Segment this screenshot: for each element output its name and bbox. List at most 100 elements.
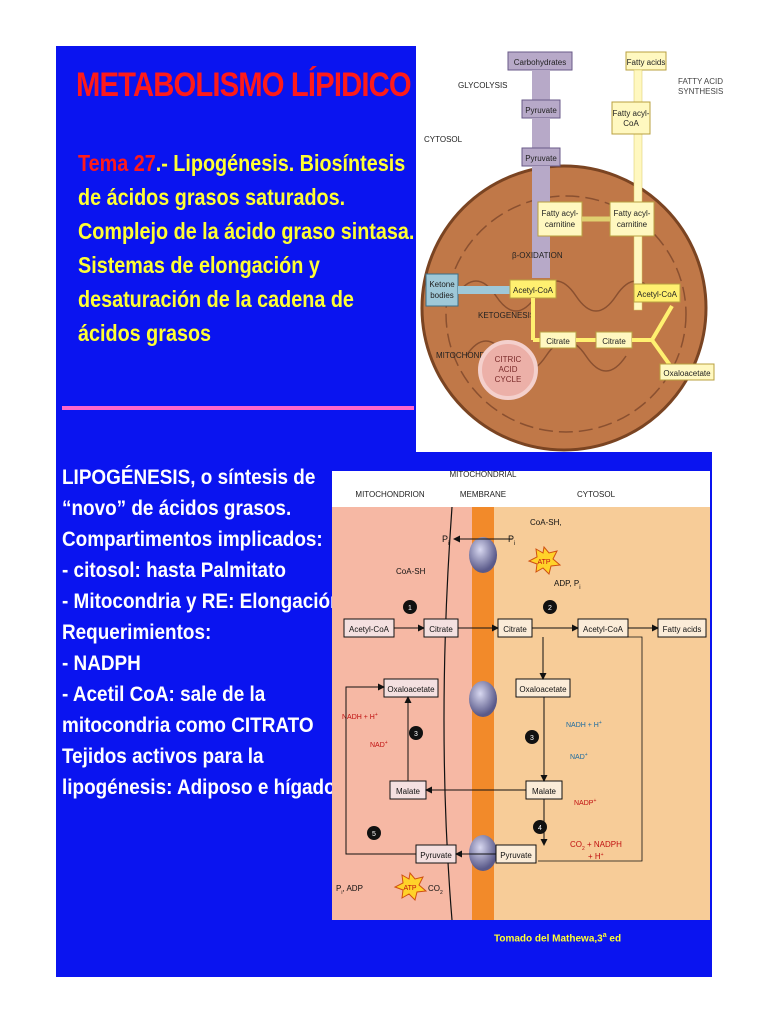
fatty-acyl-coa-label-2: CoA bbox=[623, 119, 639, 128]
fatty-acyl-carnitine-mito-label-2: carnitine bbox=[545, 220, 576, 229]
pyruvate-mito-label: Pyruvate bbox=[525, 154, 557, 163]
membrane-label-2: MEMBRANE bbox=[460, 490, 506, 499]
nadh-mito-label: NADH + H+ bbox=[342, 712, 378, 721]
atp-star-icon-2 bbox=[393, 871, 428, 901]
step-5-badge bbox=[367, 826, 381, 840]
body-line: “novo” de ácidos grasos. bbox=[62, 496, 292, 520]
co2-nadph-label: CO2 + NADPH bbox=[570, 840, 622, 852]
beta-oxidation-label: β-OXIDATION bbox=[512, 251, 563, 260]
step-4-label: 4 bbox=[538, 825, 542, 832]
step-2-label: 2 bbox=[548, 605, 552, 612]
fatty-acids-box bbox=[625, 51, 667, 71]
body-text: LIPOGÉNESIS, o síntesis de “novo” de áci… bbox=[62, 462, 342, 803]
body-line: - Mitocondria y RE: Elongación bbox=[62, 589, 342, 613]
citric-label-2: ACID bbox=[498, 365, 517, 374]
subtitle-text: .- Lipogénesis. Biosíntesis de ácidos gr… bbox=[78, 150, 415, 346]
fatty-acyl-carnitine-mito-label: Fatty acyl- bbox=[542, 209, 579, 218]
pi-label-right: Pi bbox=[508, 534, 515, 547]
atp-star-icon bbox=[527, 545, 562, 575]
fatty-acids-label: Fatty acids bbox=[627, 58, 666, 67]
coa-sh-cyto-label: CoA-SH, bbox=[530, 518, 562, 527]
cytosol-label: CYTOSOL bbox=[424, 135, 463, 144]
cytosol-label: CYTOSOL bbox=[577, 490, 616, 499]
pyruvate-cyto-label: Pyruvate bbox=[500, 851, 532, 860]
subtitle-prefix: Tema 27 bbox=[78, 150, 156, 176]
step-3-cyto-label: 3 bbox=[530, 735, 534, 742]
fatty-acids-box bbox=[657, 618, 707, 638]
membrane-label-1: MITOCHONDRIAL bbox=[450, 471, 518, 479]
acetyl-coa-cyto-label: Acetyl-CoA bbox=[637, 290, 678, 299]
nadh-cyto-label: NADH + H+ bbox=[566, 720, 602, 729]
fatty-acyl-carnitine-mito-box bbox=[537, 201, 583, 237]
figure-credit: Tomado del Mathewa,3a ed bbox=[494, 932, 622, 945]
citric-label-1: CITRIC bbox=[495, 355, 522, 364]
fatty-acid-synthesis-label-2: SYNTHESIS bbox=[678, 87, 723, 96]
lipid-metabolism-figure: Carbohydrates GLYCOLYSIS Pyruvate CYTOSO… bbox=[416, 46, 768, 452]
fatty-acyl-carnitine-box bbox=[609, 201, 655, 237]
citrate-cyto-label: Citrate bbox=[602, 337, 626, 346]
step-3-mito-badge bbox=[409, 726, 423, 740]
nad-cyto-label: NAD+ bbox=[570, 752, 588, 761]
step-2-badge bbox=[543, 600, 557, 614]
body-line: mitocondria como CITRATO bbox=[62, 713, 314, 737]
nadp-label: NADP+ bbox=[574, 798, 596, 807]
co2-label: CO2 bbox=[428, 884, 443, 896]
ketogenesis-label: KETOGENESIS bbox=[478, 311, 535, 320]
citric-label-3: CYCLE bbox=[495, 375, 522, 384]
ketone-label-2: bodies bbox=[430, 291, 454, 300]
fatty-acyl-coa-label: Fatty acyl- bbox=[613, 109, 650, 118]
pi-label-left: Pi bbox=[442, 534, 449, 547]
coa-sh-mito-label: CoA-SH bbox=[396, 567, 426, 576]
acetyl-coa-cyto-label: Acetyl-CoA bbox=[583, 625, 624, 634]
malate-cyto-label: Malate bbox=[532, 787, 557, 796]
citrate-cyto-label: Citrate bbox=[503, 625, 527, 634]
transporter-sphere bbox=[469, 835, 497, 871]
acetyl-coa-cyto-box bbox=[633, 283, 681, 303]
slide-top-panel bbox=[56, 46, 416, 452]
transporter-sphere bbox=[469, 537, 497, 573]
transporter-sphere bbox=[469, 681, 497, 717]
citrate-shuttle-figure: MITOCHONDRIAL MEMBRANE MITOCHONDRION CYT… bbox=[332, 471, 710, 920]
body-line: - NADPH bbox=[62, 651, 141, 675]
step-1-label: 1 bbox=[408, 605, 412, 612]
step-3-mito-label: 3 bbox=[414, 731, 418, 738]
pyruvate-mito-label: Pyruvate bbox=[420, 851, 452, 860]
oxaloacetate-label: Oxaloacetate bbox=[663, 369, 711, 378]
ketone-label: Ketone bbox=[429, 280, 455, 289]
citrate-mito-label: Citrate bbox=[429, 625, 453, 634]
acetyl-coa-mito-label: Acetyl-CoA bbox=[349, 625, 390, 634]
slide-subtitle: Tema 27.- Lipogénesis. Biosíntesis de ác… bbox=[78, 146, 418, 350]
ketone-bodies-box bbox=[425, 273, 459, 307]
atp-label-2: ATP bbox=[403, 885, 416, 892]
atp-label: ATP bbox=[537, 559, 550, 566]
mitochondrion-label: MITOCHONDRION bbox=[436, 351, 505, 360]
fatty-acids-label: Fatty acids bbox=[663, 625, 702, 634]
step-1-badge bbox=[403, 600, 417, 614]
fatty-acyl-carnitine-label-2: carnitine bbox=[617, 220, 648, 229]
acetyl-coa-mito-label: Acetyl-CoA bbox=[513, 286, 554, 295]
oxaloacetate-cyto-label: Oxaloacetate bbox=[519, 685, 567, 694]
pyruvate-label: Pyruvate bbox=[525, 106, 557, 115]
fatty-acyl-carnitine-label: Fatty acyl- bbox=[614, 209, 651, 218]
step-3-cyto-badge bbox=[525, 730, 539, 744]
pi-adp-label: Pi, ADP bbox=[336, 884, 363, 896]
adp-pi-label: ADP, Pi bbox=[554, 579, 581, 591]
oxaloacetate-mito-label: Oxaloacetate bbox=[387, 685, 435, 694]
body-line: - citosol: hasta Palmitato bbox=[62, 558, 286, 582]
citrate-mito-label: Citrate bbox=[546, 337, 570, 346]
body-line: lipogénesis: Adiposo e hígado bbox=[62, 775, 336, 799]
body-line: Compartimentos implicados: bbox=[62, 527, 323, 551]
citric-acid-cycle bbox=[478, 340, 538, 400]
oxaloacetate-box bbox=[659, 363, 715, 381]
plus-h-label: + H+ bbox=[588, 852, 604, 861]
glycolysis-label: GLYCOLYSIS bbox=[458, 81, 508, 90]
divider-rule bbox=[62, 406, 414, 410]
body-line: LIPOGÉNESIS, o síntesis de bbox=[62, 465, 316, 489]
malate-mito-label: Malate bbox=[396, 787, 421, 796]
mitochondrion-label: MITOCHONDRION bbox=[355, 490, 424, 499]
body-line: - Acetil CoA: sale de la bbox=[62, 682, 266, 706]
nad-mito-label: NAD+ bbox=[370, 740, 388, 749]
fatty-acid-synthesis-label: FATTY ACID bbox=[678, 77, 723, 86]
fatty-acyl-coa-box bbox=[611, 101, 651, 135]
body-line: Tejidos activos para la bbox=[62, 744, 264, 768]
